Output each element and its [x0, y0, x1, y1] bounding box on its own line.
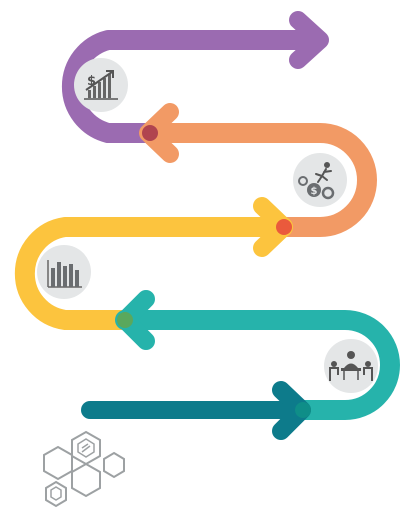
- bar-chart-icon: [37, 245, 91, 299]
- team-meeting-icon: [324, 339, 378, 393]
- joint-dot: [142, 125, 158, 141]
- path-segment-yellow: [14, 217, 293, 330]
- joint-dot: [295, 402, 311, 418]
- joint-dot: [276, 219, 292, 235]
- svg-text:$: $: [311, 186, 318, 197]
- svg-text:$: $: [87, 74, 96, 89]
- path-segment-purple: [61, 30, 328, 143]
- business-gears-runner-icon: $: [293, 153, 347, 207]
- path-segment-teal: [115, 310, 400, 420]
- path-segment-orange: [140, 123, 377, 237]
- growth-chart-dollar-icon: $: [74, 58, 128, 112]
- arrowhead-purple: [289, 11, 329, 69]
- hexagon-cluster-icon: [43, 430, 125, 508]
- joint-dot: [117, 312, 133, 328]
